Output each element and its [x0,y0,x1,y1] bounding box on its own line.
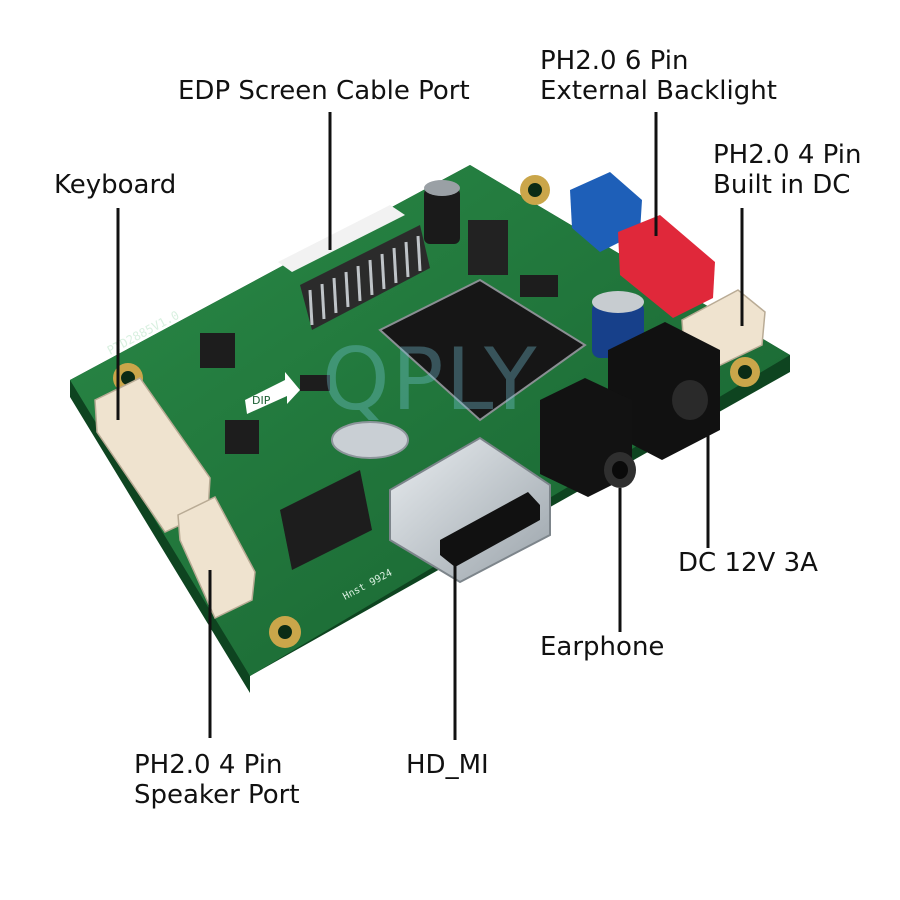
edp-connector [278,205,430,330]
small-components [200,275,558,570]
mounting-holes [113,175,760,648]
label-earphone: Earphone [540,632,665,662]
watermark-logo: QPLY [322,330,539,430]
dc-jack [608,322,720,460]
label-backlight-line1: PH2.0 6 Pin [540,46,689,76]
label-speaker-line1: PH2.0 4 Pin [134,750,283,780]
label-power: DC 12V 3A [678,548,818,578]
main-chip [378,278,587,422]
label-dc-line1: PH2.0 4 Pin [713,140,862,170]
speaker-connector [177,496,256,620]
crystal [331,421,409,459]
label-hdmi: HD_MI [406,750,489,780]
pin-header [468,220,508,275]
label-backlight-line2: External Backlight [540,76,777,106]
leader-lines [116,112,744,740]
svg-text:DIP: DIP [252,394,271,407]
dip-marking: DIP [245,372,300,414]
label-dc-line2: Built in DC [713,170,851,200]
label-edp-port: EDP Screen Cable Port [178,76,470,106]
hdmi-port [389,436,551,584]
label-speaker-line2: Speaker Port [134,780,300,810]
earphone-jack [540,378,636,497]
red-connector [618,215,715,318]
label-keyboard: Keyboard [54,170,177,200]
